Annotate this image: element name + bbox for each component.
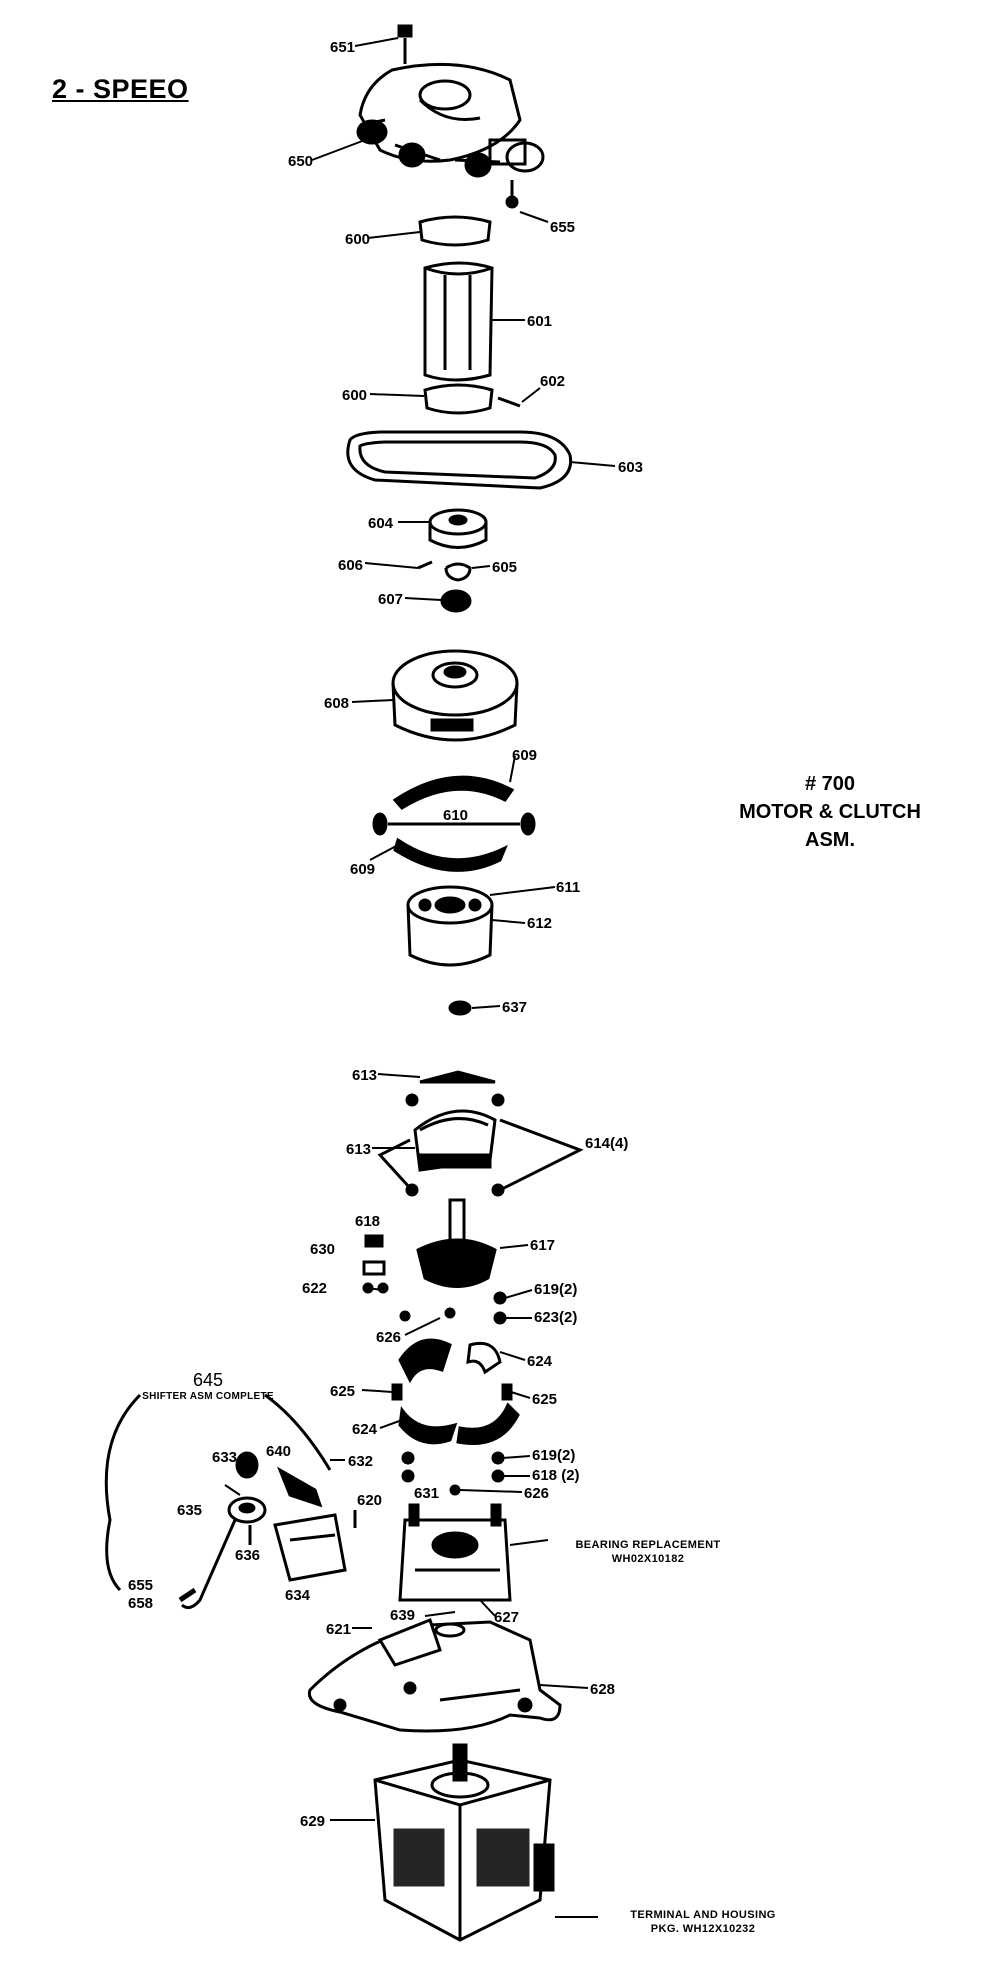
springs-610 [372, 812, 536, 836]
callout-607: 607 [378, 591, 403, 608]
callout-650: 650 [288, 153, 313, 170]
callout-625-left: 625 [330, 1383, 355, 1400]
callout-627: 627 [494, 1609, 519, 1626]
clutch-hub-612 [406, 885, 494, 967]
callout-609-bottom: 609 [350, 861, 375, 878]
callout-618: 618 [355, 1213, 380, 1230]
bearing-note: BEARING REPLACEMENT WH02X10182 [548, 1538, 748, 1566]
callout-605: 605 [492, 559, 517, 576]
nut-607 [440, 589, 472, 613]
diagram-title: 2 - SPEEO [52, 74, 189, 104]
washer-637 [448, 1000, 472, 1016]
shifter-number: 645 [192, 1370, 224, 1390]
assembly-caption: # 700 MOTOR & CLUTCH ASM. [700, 770, 960, 854]
pulley-604 [428, 508, 488, 549]
bearing-note-line1: BEARING REPLACEMENT [575, 1539, 721, 1551]
callout-655-shifter: 655 [128, 1577, 153, 1594]
assembly-number: # 700 [804, 773, 856, 795]
callout-651: 651 [330, 39, 355, 56]
callout-658: 658 [128, 1595, 153, 1612]
callout-640: 640 [266, 1443, 291, 1460]
callout-601: 601 [527, 313, 552, 330]
callout-619-lower: 619(2) [532, 1447, 575, 1464]
clutch-shoe-609-bottom [393, 837, 508, 872]
callout-621: 621 [326, 1621, 351, 1638]
callout-600-bottom: 600 [342, 387, 367, 404]
terminal-note: TERMINAL AND HOUSING PKG. WH12X10232 [598, 1908, 808, 1936]
callout-611: 611 [556, 879, 580, 896]
cam-617 [416, 1198, 497, 1288]
terminal-note-line2: PKG. WH12X10232 [650, 1923, 756, 1935]
assembly-suffix: ASM. [805, 829, 855, 851]
callout-612: 612 [527, 915, 552, 932]
callout-620: 620 [357, 1492, 382, 1509]
shifter-asm-645 [104, 1393, 357, 1610]
clamp-600-top [418, 215, 492, 247]
callout-602: 602 [540, 373, 565, 390]
callout-618-lower: 618 (2) [532, 1467, 580, 1484]
callout-610: 610 [443, 807, 468, 824]
bracket-613 [413, 1070, 497, 1172]
screw-655 [505, 180, 519, 209]
segments-624 [398, 1338, 520, 1445]
belt-603 [346, 430, 573, 490]
pins-625 [391, 1383, 513, 1401]
key-606 [417, 560, 433, 570]
leader-lines [224, 37, 616, 1918]
small-parts-618-630-622 [362, 1234, 389, 1294]
callout-639: 639 [390, 1607, 415, 1624]
callout-631: 631 [414, 1485, 439, 1502]
washers-619-623 [399, 1291, 507, 1325]
callout-604: 604 [368, 515, 394, 532]
callout-609-top: 609 [512, 747, 537, 764]
rivets-614 [377, 1093, 584, 1197]
callout-613-top: 613 [352, 1067, 377, 1084]
callout-633: 633 [212, 1449, 237, 1466]
shifter-caption: 645 SHIFTER ASM COMPLETE [108, 1370, 308, 1402]
bearing-note-line2: WH02X10182 [611, 1553, 685, 1565]
callout-630: 630 [310, 1241, 335, 1258]
callout-613: 613 [346, 1141, 371, 1158]
callout-624-right: 624 [527, 1353, 553, 1370]
callout-624-left: 624 [352, 1421, 378, 1438]
callout-614: 614(4) [585, 1135, 628, 1152]
motor-629 [373, 1743, 555, 1942]
screw-602 [497, 396, 521, 408]
ring-605 [444, 562, 472, 582]
callout-619-top: 619(2) [534, 1281, 577, 1298]
callout-632: 632 [348, 1453, 373, 1470]
callout-636: 636 [235, 1547, 260, 1564]
callout-625-right: 625 [532, 1391, 557, 1408]
callout-608: 608 [324, 695, 349, 712]
callout-626-lower: 626 [524, 1485, 549, 1502]
callout-628: 628 [590, 1681, 615, 1698]
pump-housing-650 [356, 62, 545, 178]
callout-606: 606 [338, 557, 363, 574]
callout-655: 655 [550, 219, 575, 236]
callout-617: 617 [530, 1237, 555, 1254]
callout-623: 623(2) [534, 1309, 577, 1326]
assembly-name: MOTOR & CLUTCH [739, 801, 921, 823]
callout-629: 629 [300, 1813, 325, 1830]
callout-635: 635 [177, 1502, 202, 1519]
callout-600-top: 600 [345, 231, 370, 248]
callout-637: 637 [502, 999, 527, 1016]
callout-603: 603 [618, 459, 643, 476]
clutch-shoe-609-top [392, 775, 515, 810]
support-628 [307, 1618, 562, 1733]
shifter-description: SHIFTER ASM COMPLETE [142, 1391, 274, 1402]
screw-651 [397, 24, 413, 64]
terminal-note-line1: TERMINAL AND HOUSING [630, 1909, 776, 1921]
callout-622: 622 [302, 1280, 327, 1297]
clamp-600-bottom [423, 383, 494, 415]
hose-601 [423, 261, 494, 382]
clutch-drum-608 [391, 649, 519, 742]
bearing-bracket-627 [398, 1503, 512, 1602]
callout-626-top: 626 [376, 1329, 401, 1346]
callout-634: 634 [285, 1587, 311, 1604]
callout-labels: 651 650 655 600 601 600 602 603 604 606 … [128, 39, 643, 1830]
